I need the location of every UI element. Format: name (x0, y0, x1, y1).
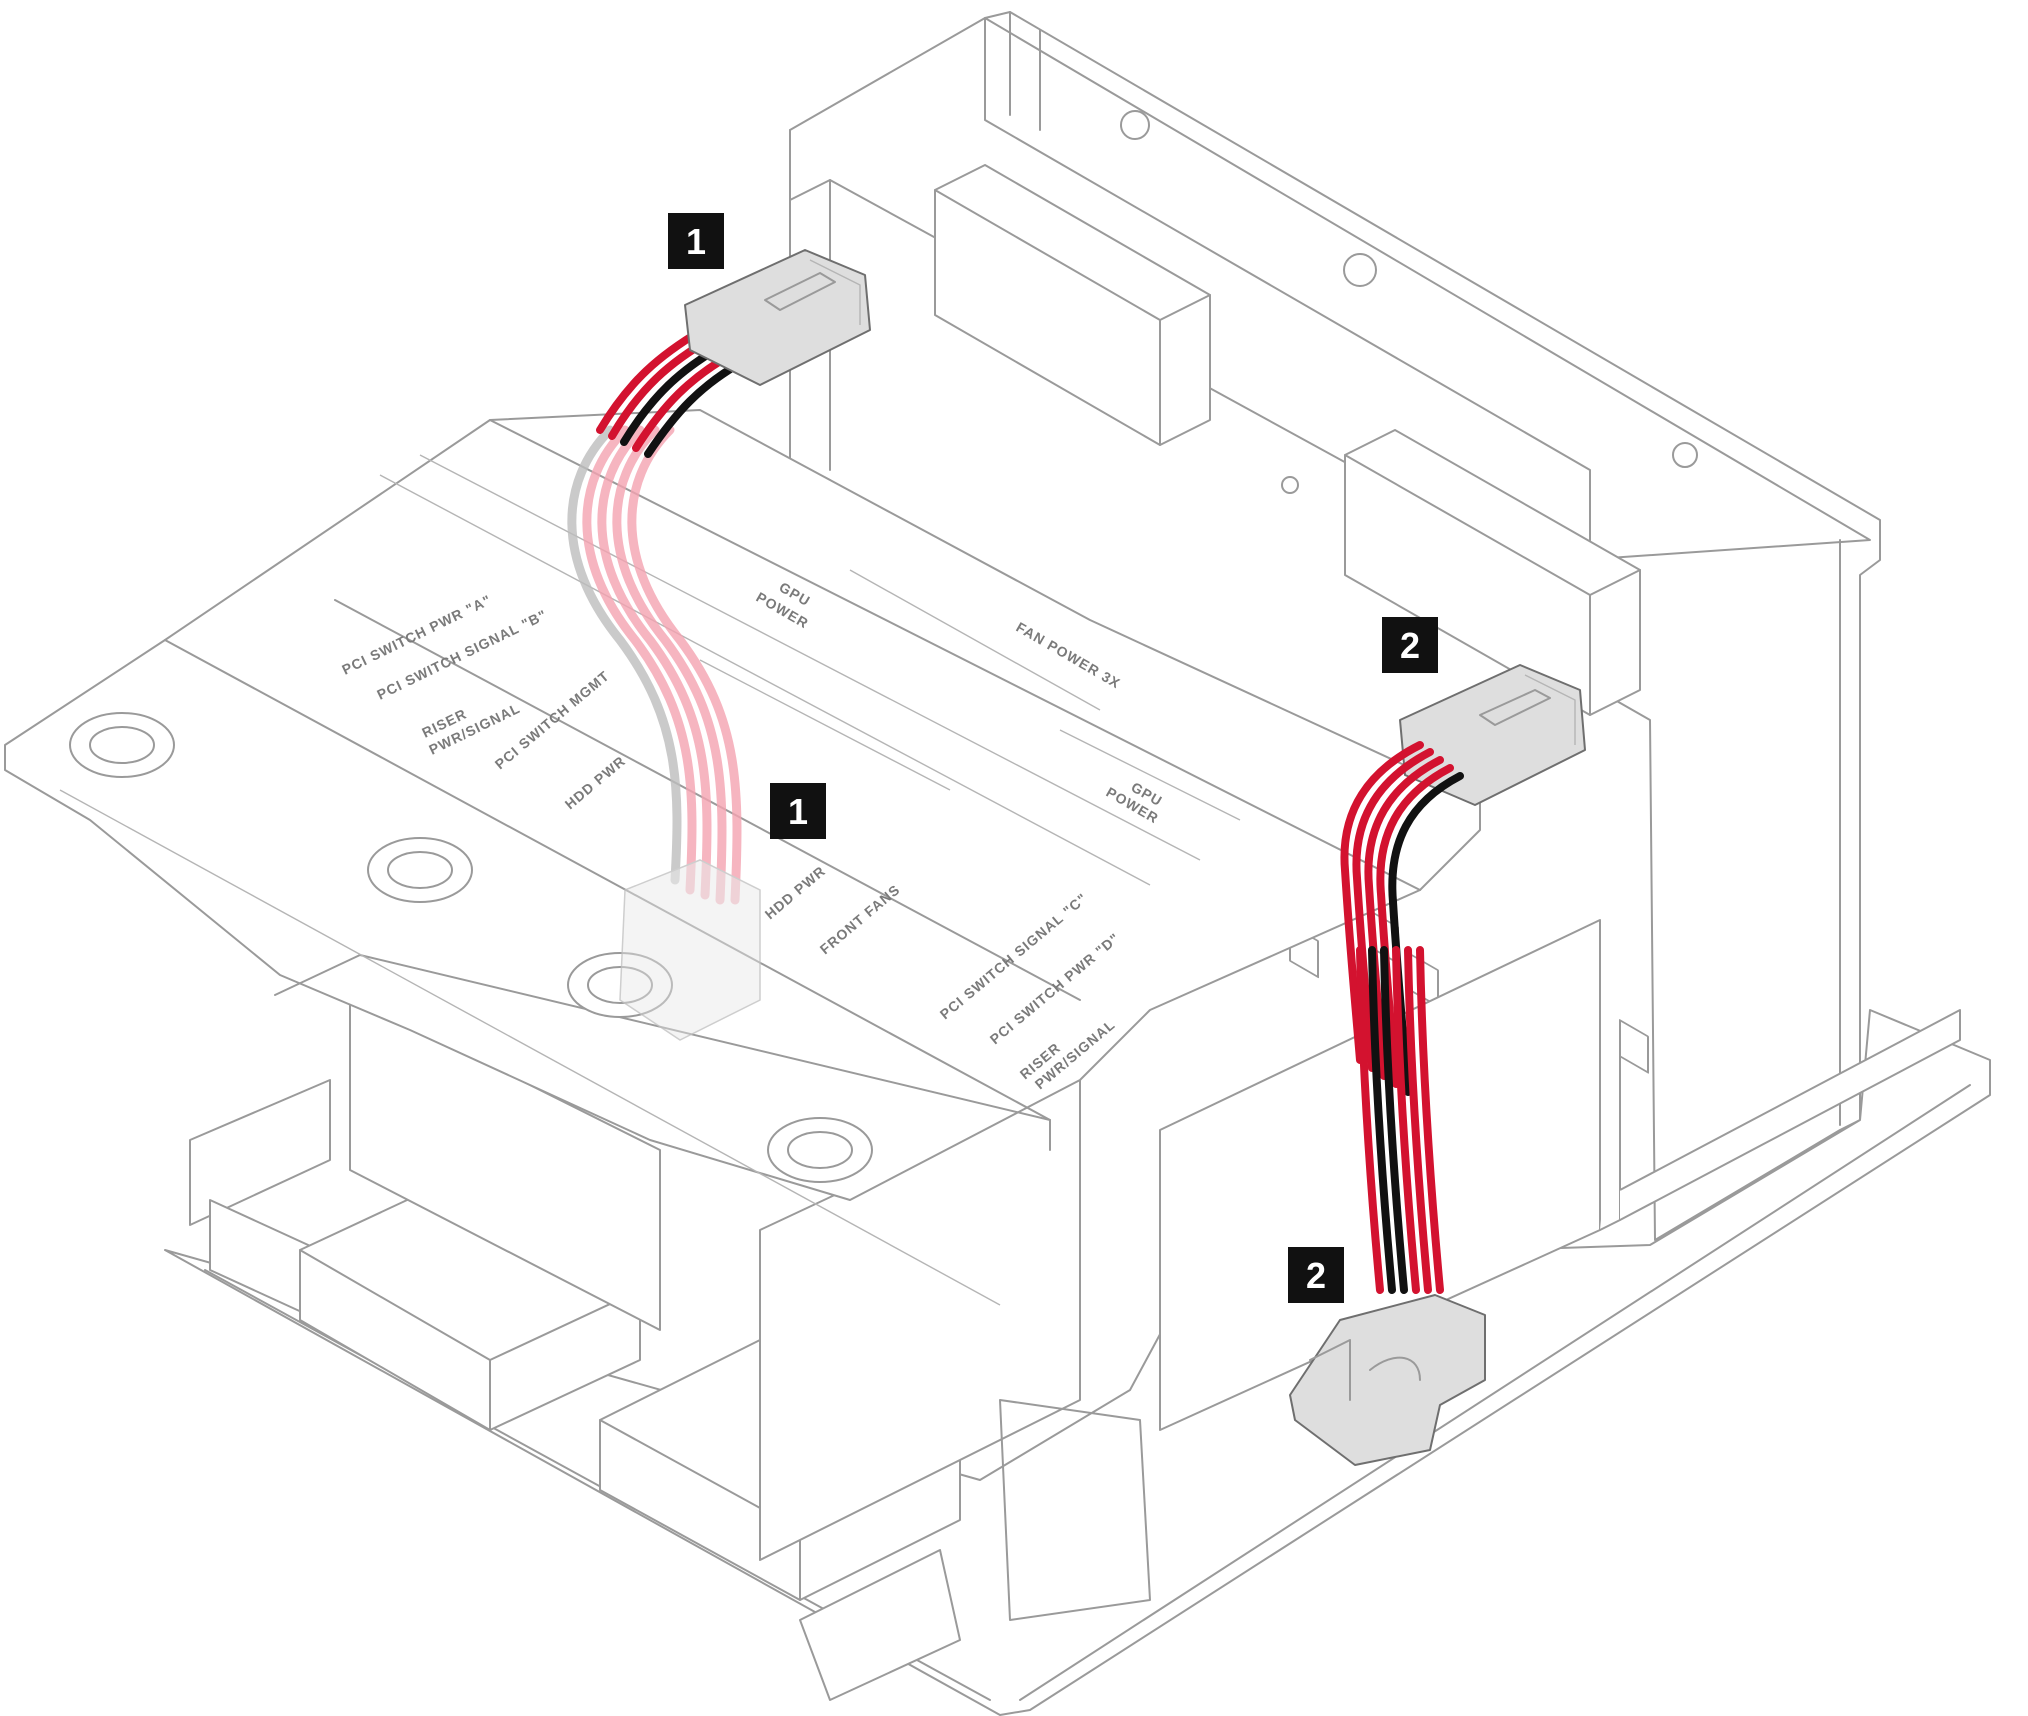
cable-clip (767, 1117, 873, 1183)
air-baffle (4, 409, 1481, 1306)
cable-2 (1289, 664, 1586, 1466)
cable-1 (596, 249, 871, 458)
svg-text:1: 1 (788, 791, 808, 832)
cable-1-ghost (567, 425, 761, 1041)
rear-standoff (1672, 442, 1698, 468)
rear-standoff (1343, 253, 1377, 287)
svg-text:2: 2 (1400, 625, 1420, 666)
callout-2-bottom: 2 (1288, 1247, 1344, 1303)
svg-text:2: 2 (1306, 1255, 1326, 1296)
cable-clip (367, 837, 473, 903)
cable-2-connector-bottom (1289, 1294, 1486, 1466)
callout-1-bottom: 1 (770, 783, 826, 839)
callout-1-top: 1 (668, 213, 724, 269)
cable-clip (69, 712, 175, 778)
cable-1-connector (684, 249, 871, 386)
rear-screw (1281, 476, 1299, 494)
svg-text:1: 1 (686, 221, 706, 262)
rear-standoff (1120, 110, 1150, 140)
callout-2-top: 2 (1382, 617, 1438, 673)
